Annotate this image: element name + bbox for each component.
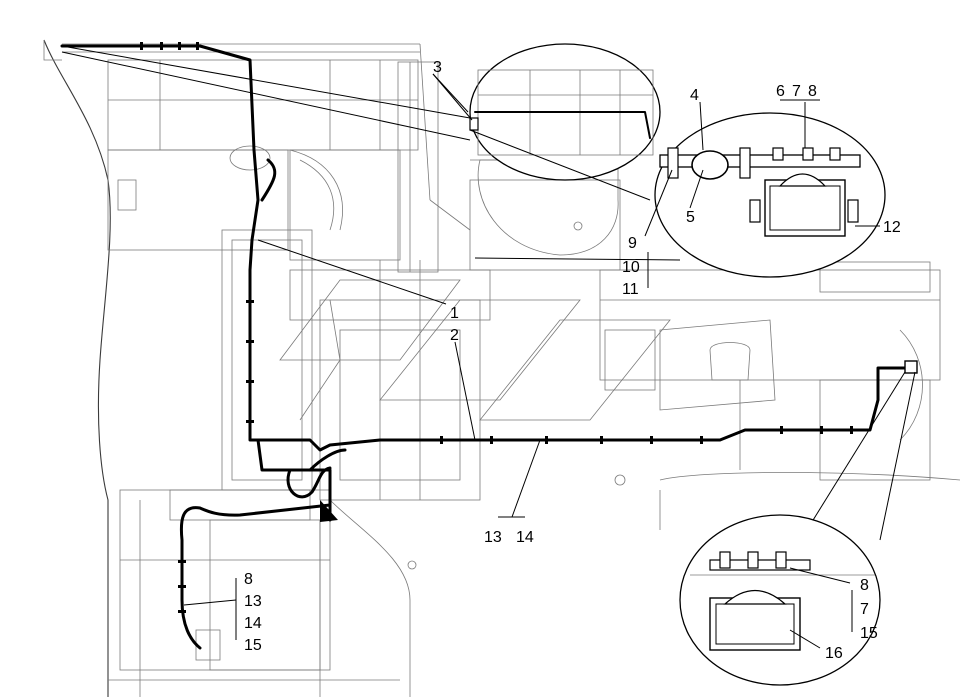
callout-16: 16 xyxy=(825,645,843,662)
callout-6: 6 xyxy=(776,83,785,100)
detail-view-clamps xyxy=(469,112,886,278)
main-harness xyxy=(60,42,918,650)
callout-5: 5 xyxy=(686,209,695,226)
callout-8-left: 8 xyxy=(244,571,253,588)
callout-leaders xyxy=(183,73,880,649)
callout-13: 13 xyxy=(484,529,502,546)
callout-labels: 3 4 6 7 8 5 12 9 10 11 1 2 13 14 8 13 14… xyxy=(244,59,901,662)
callout-8: 8 xyxy=(808,83,817,100)
callout-2: 2 xyxy=(450,327,459,344)
callout-14: 14 xyxy=(516,529,534,546)
callout-12: 12 xyxy=(883,219,901,236)
detail-view-3 xyxy=(61,43,661,181)
callout-13-left: 13 xyxy=(244,593,262,610)
callout-4: 4 xyxy=(690,87,699,104)
callout-1: 1 xyxy=(450,305,459,322)
callout-7: 7 xyxy=(792,83,801,100)
detail-view-16 xyxy=(679,371,916,686)
callout-15-right: 15 xyxy=(860,625,878,642)
callout-15-left: 15 xyxy=(244,637,262,654)
callout-8-right: 8 xyxy=(860,577,869,594)
callout-11: 11 xyxy=(622,281,639,298)
callout-10: 10 xyxy=(622,259,640,276)
callout-7-right: 7 xyxy=(860,601,869,618)
callout-9: 9 xyxy=(628,235,637,252)
callout-3: 3 xyxy=(433,59,442,76)
callout-14-left: 14 xyxy=(244,615,262,632)
